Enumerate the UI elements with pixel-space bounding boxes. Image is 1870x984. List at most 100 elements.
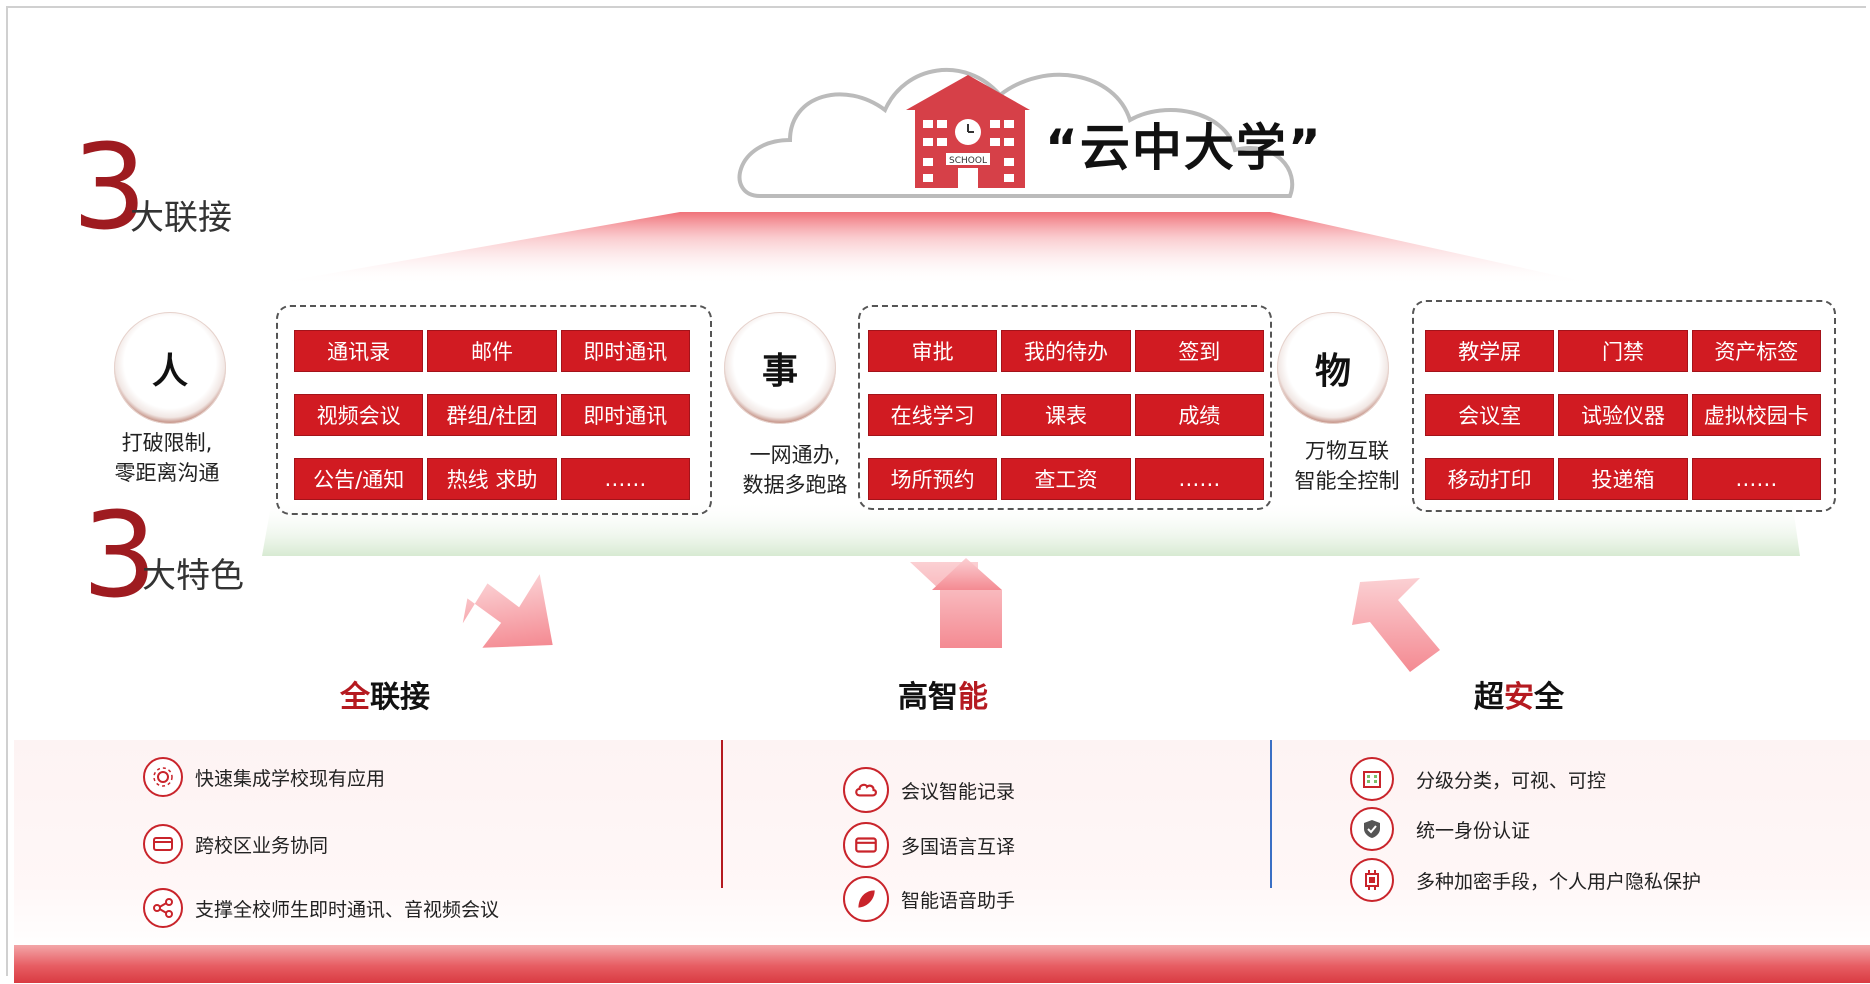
app-tile[interactable]: 即时通讯 — [560, 330, 690, 372]
feature-text: 智能语音助手 — [901, 889, 1016, 912]
feature-bullet: 跨校区业务协同 — [143, 824, 328, 864]
app-tile[interactable]: 移动打印 — [1425, 458, 1555, 500]
app-tile[interactable]: 公告/通知 — [294, 458, 424, 500]
card-icon — [143, 824, 183, 864]
app-tile[interactable]: 成绩 — [1134, 394, 1264, 436]
connections-number: 3 — [72, 118, 148, 256]
app-tile[interactable]: 邮件 — [427, 330, 557, 372]
badge-people: 人 — [114, 312, 226, 424]
feature-title-connect: 全联接 — [340, 672, 430, 716]
feature-text: 多国语言互译 — [901, 835, 1016, 858]
chip-icon — [1350, 858, 1394, 902]
app-tile[interactable]: 资产标签 — [1691, 330, 1821, 372]
badge-affairs-caption: 一网通办, 数据多跑路 — [720, 440, 870, 500]
feature-bullet: 分级分类，可视、可控 — [1350, 757, 1606, 801]
school-sign: SCHOOL — [949, 156, 987, 166]
feature-text: 快速集成学校现有应用 — [195, 767, 386, 790]
school-building-icon — [906, 75, 1030, 188]
app-tile[interactable]: 我的待办 — [1001, 330, 1131, 372]
grid-affairs: 审批 我的待办 签到 在线学习 课表 成绩 场所预约 查工资 …… — [868, 330, 1264, 500]
app-tile[interactable]: 教学屏 — [1425, 330, 1555, 372]
badge-people-caption: 打破限制, 零距离沟通 — [92, 428, 242, 488]
app-tile[interactable]: 门禁 — [1558, 330, 1688, 372]
gear-network-icon — [143, 757, 183, 797]
building-icon — [1350, 757, 1394, 801]
arrow-up-icon — [910, 558, 1002, 648]
app-tile[interactable]: 会议室 — [1425, 394, 1555, 436]
shield-icon — [1350, 807, 1394, 851]
caption-line: 打破限制, — [121, 431, 213, 455]
group-people — [276, 305, 712, 515]
app-tile[interactable]: 试验仪器 — [1558, 394, 1688, 436]
title-text: 超 — [1474, 680, 1504, 715]
feature-text: 多种加密手段，个人用户隐私保护 — [1416, 870, 1702, 893]
app-tile[interactable]: 签到 — [1134, 330, 1264, 372]
title-accent: 全 — [340, 680, 370, 715]
grid-people: 通讯录 邮件 即时通讯 视频会议 群组/社团 即时通讯 公告/通知 热线 求助 … — [294, 330, 690, 500]
features-number: 3 — [82, 486, 158, 624]
app-tile[interactable]: 查工资 — [1001, 458, 1131, 500]
page-title: “云中大学” — [1045, 119, 1323, 177]
group-things — [1412, 300, 1836, 512]
group-affairs — [858, 305, 1272, 510]
app-tile[interactable]: 视频会议 — [294, 394, 424, 436]
arrow-up-right-icon — [462, 574, 553, 648]
feature-text: 会议智能记录 — [901, 780, 1016, 803]
app-tile[interactable]: 审批 — [868, 330, 998, 372]
badge-affairs: 事 — [724, 312, 836, 424]
app-tile[interactable]: …… — [560, 458, 690, 500]
feature-bullet: 支撑全校师生即时通讯、音视频会议 — [143, 888, 499, 928]
badge-things-caption: 万物互联 智能全控制 — [1272, 436, 1422, 496]
app-tile[interactable]: 通讯录 — [294, 330, 424, 372]
app-tile[interactable]: 在线学习 — [868, 394, 998, 436]
share-nodes-icon — [143, 888, 183, 928]
arrow-up-left-icon — [1352, 578, 1440, 672]
app-tile[interactable]: …… — [1691, 458, 1821, 500]
badge-things: 物 — [1277, 312, 1389, 424]
caption-line: 万物互联 — [1305, 439, 1389, 463]
bottom-gradient-bar — [14, 945, 1870, 983]
app-tile[interactable]: 热线 求助 — [427, 458, 557, 500]
grid-things: 教学屏 门禁 资产标签 会议室 试验仪器 虚拟校园卡 移动打印 投递箱 …… — [1425, 330, 1821, 500]
feature-text: 支撑全校师生即时通讯、音视频会议 — [195, 898, 500, 921]
leaf-icon — [843, 876, 889, 922]
caption-line: 零距离沟通 — [114, 461, 220, 485]
app-tile[interactable]: 课表 — [1001, 394, 1131, 436]
divider-blue — [1270, 740, 1272, 888]
feature-bullet: 智能语音助手 — [843, 876, 1015, 922]
card-icon — [843, 822, 889, 868]
app-tile[interactable]: 群组/社团 — [427, 394, 557, 436]
feature-bullet: 会议智能记录 — [843, 767, 1015, 813]
app-tile[interactable]: …… — [1134, 458, 1264, 500]
divider-red — [721, 740, 723, 888]
feature-title-secure: 超安全 — [1474, 672, 1564, 716]
feature-title-smart: 高智能 — [898, 672, 988, 716]
app-tile[interactable]: 虚拟校园卡 — [1691, 394, 1821, 436]
cloud-icon — [843, 767, 889, 813]
title-accent: 能 — [958, 680, 988, 715]
feature-bullet: 统一身份认证 — [1350, 807, 1530, 851]
features-panel — [14, 740, 1870, 950]
feature-text: 统一身份认证 — [1416, 819, 1531, 842]
connections-label: 大联接 — [130, 198, 232, 238]
app-tile[interactable]: 即时通讯 — [560, 394, 690, 436]
feature-bullet: 多国语言互译 — [843, 822, 1015, 868]
diagram-frame — [6, 6, 1866, 976]
features-label: 大特色 — [142, 556, 244, 596]
caption-line: 一网通办, — [749, 443, 841, 467]
title-text: 全 — [1534, 680, 1564, 715]
app-tile[interactable]: 投递箱 — [1558, 458, 1688, 500]
caption-line: 智能全控制 — [1294, 469, 1400, 493]
feature-bullet: 多种加密手段，个人用户隐私保护 — [1350, 858, 1701, 902]
title-text: 高智 — [898, 680, 958, 715]
feature-bullet: 快速集成学校现有应用 — [143, 757, 385, 797]
app-tile[interactable]: 场所预约 — [868, 458, 998, 500]
caption-line: 数据多跑路 — [742, 473, 848, 497]
title-accent: 安 — [1504, 680, 1534, 715]
feature-text: 分级分类，可视、可控 — [1416, 769, 1607, 792]
title-text: 联接 — [370, 680, 430, 715]
feature-text: 跨校区业务协同 — [195, 834, 329, 857]
